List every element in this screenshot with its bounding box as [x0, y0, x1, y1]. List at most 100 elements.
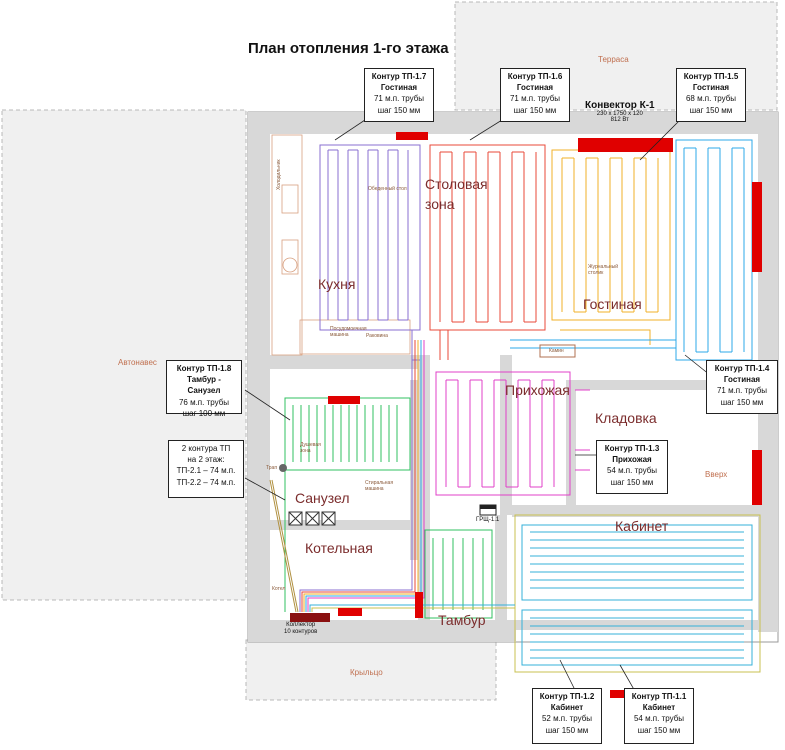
callout-tp-1-7: Контур ТП-1.7 Гостиная 71 м.п. трубы шаг… [364, 68, 434, 122]
grsch-label: ГРЩ-1.1 [476, 517, 500, 523]
convector-k1-label: Конвектор К-1 230 х 1750 х 120 812 Вт [585, 100, 655, 123]
callout-room: Гостиная [516, 83, 554, 93]
collector-trunk [269, 340, 515, 613]
contour-tp-1-6 [429, 144, 546, 360]
boiler-unit-label: Котел [272, 586, 286, 592]
callout-tp-1-1: Контур ТП-1.1 Кабинет 54 м.п. трубы шаг … [624, 688, 694, 744]
callout-id: Контур ТП-1.3 [604, 444, 660, 453]
callout-step: шаг 150 мм [720, 397, 764, 407]
page-title: План отопления 1-го этажа [248, 40, 449, 57]
building-footprint [247, 111, 779, 643]
sink-label: Раковина [366, 333, 388, 339]
room-storage: Кладовка [595, 410, 657, 426]
radiator-vestibule [328, 396, 360, 404]
callout-id: Контур ТП-1.5 [683, 72, 739, 81]
collector-body [290, 613, 330, 622]
callout-id: Контур ТП-1.2 [539, 692, 595, 701]
room-living: Гостиная [583, 296, 642, 312]
callout-length: 54 м.п. трубы [606, 466, 658, 476]
contour-tp-1-7 [319, 144, 421, 361]
second-floor-line3: ТП-2.1 – 74 м.п. [176, 466, 236, 476]
dishwasher-label: Посудомоечная машина [330, 326, 367, 338]
callout-length: 52 м.п. трубы [541, 714, 593, 724]
trap-icon [279, 464, 287, 472]
radiator-kitchen [396, 132, 428, 140]
callout-id: Контур ТП-1.4 [714, 364, 770, 373]
callout-tp-1-2: Контур ТП-1.2 Кабинет 52 м.п. трубы шаг … [532, 688, 602, 744]
carport-label: Автонавес [118, 358, 157, 367]
convector-size: 230 х 1750 х 120 [596, 111, 643, 117]
contour-tp-1-2 [521, 524, 753, 666]
contour-tp-1-8 [284, 397, 493, 619]
shower-label: Душевая зона [300, 442, 321, 454]
washing-machine-label: Стиральная машина [365, 480, 394, 492]
stairs-label: Вверх [705, 470, 728, 479]
convector-k1 [578, 138, 673, 152]
callout-step: шаг 100 мм [182, 408, 226, 418]
callout-id: Контур ТП-1.8 [176, 364, 232, 373]
radiator-living-right [752, 182, 762, 272]
collector-line1: Коллектор [286, 622, 316, 628]
kitchen-furniture [271, 134, 411, 356]
callout-second-floor: 2 контура ТП на 2 этаж: ТП-2.1 – 74 м.п.… [168, 440, 244, 498]
callout-room: Гостиная [380, 83, 418, 93]
callout-room: Кабинет [550, 703, 584, 713]
fireplace-icon [539, 344, 576, 358]
callout-length: 71 м.п. трубы [716, 386, 768, 396]
fridge-label: Холодильник [276, 159, 282, 190]
callout-room: Кабинет [642, 703, 676, 713]
room-office: Кабинет [615, 518, 669, 534]
contour-tp-1-1 [514, 514, 761, 673]
callout-length: 71 м.п. трубы [509, 94, 561, 104]
room-bathroom: Санузел [295, 490, 350, 506]
room-dining: Столовая зона [425, 176, 488, 212]
collector-label: Коллектор 10 контуров [284, 622, 317, 636]
second-floor-line4: ТП-2.2 – 74 м.п. [176, 477, 236, 487]
porch-label: Крыльцо [350, 668, 383, 677]
callout-tp-1-4: Контур ТП-1.4 Гостиная 71 м.п. трубы шаг… [706, 360, 778, 414]
convector-name: Конвектор К-1 [585, 100, 655, 111]
callout-leaders [244, 119, 711, 701]
callout-id: Контур ТП-1.1 [631, 692, 687, 701]
callout-step: шаг 150 мм [513, 105, 557, 115]
callout-length: 76 м.п. трубы [178, 397, 230, 407]
callout-tp-1-6: Контур ТП-1.6 Гостиная 71 м.п. трубы шаг… [500, 68, 570, 122]
radiator-entrance [415, 592, 423, 618]
callout-step: шаг 150 мм [545, 725, 589, 735]
callout-room: Прихожая [612, 455, 652, 465]
collector-line2: 10 контуров [284, 629, 318, 636]
radiator-boiler [338, 608, 362, 616]
contour-tp-1-3 [435, 371, 590, 496]
callout-id: Контур ТП-1.6 [507, 72, 563, 81]
coffee-table-label: Журнальный столик [588, 264, 618, 276]
callout-length: 71 м.п. трубы [373, 94, 425, 104]
callout-step: шаг 150 мм [377, 105, 421, 115]
callout-length: 54 м.п. трубы [633, 714, 685, 724]
room-hall: Прихожая [505, 382, 570, 398]
callout-id: Контур ТП-1.7 [371, 72, 427, 81]
fireplace-label: Камин [549, 348, 564, 354]
callout-room: Тамбур - Санузел [187, 375, 221, 396]
callout-step: шаг 150 мм [610, 477, 654, 487]
second-floor-line1: 2 контура ТП [181, 444, 231, 453]
second-floor-line2: на 2 этаж: [187, 455, 225, 465]
porch-area [245, 639, 497, 701]
room-vestibule: Тамбур [438, 612, 486, 628]
callout-tp-1-3: Контур ТП-1.3 Прихожая 54 м.п. трубы шаг… [596, 440, 668, 494]
convectors [328, 132, 762, 698]
callout-room: Гостиная [692, 83, 730, 93]
carport-area [1, 109, 247, 601]
callout-tp-1-5: Контур ТП-1.5 Гостиная 68 м.п. трубы шаг… [676, 68, 746, 122]
dining-table-label: Обеденный стол [368, 186, 407, 192]
room-boiler: Котельная [305, 540, 373, 556]
callout-step: шаг 150 мм [689, 105, 733, 115]
callout-room: Гостиная [723, 375, 761, 385]
trap-label: Трап [266, 465, 278, 471]
terrace-label: Терраса [598, 55, 629, 64]
radiator-stairs [752, 450, 762, 505]
callout-tp-1-8: Контур ТП-1.8 Тамбур - Санузел 76 м.п. т… [166, 360, 242, 418]
callout-step: шаг 150 мм [637, 725, 681, 735]
callout-length: 68 м.п. трубы [685, 94, 737, 104]
bath-fixtures [288, 511, 336, 526]
